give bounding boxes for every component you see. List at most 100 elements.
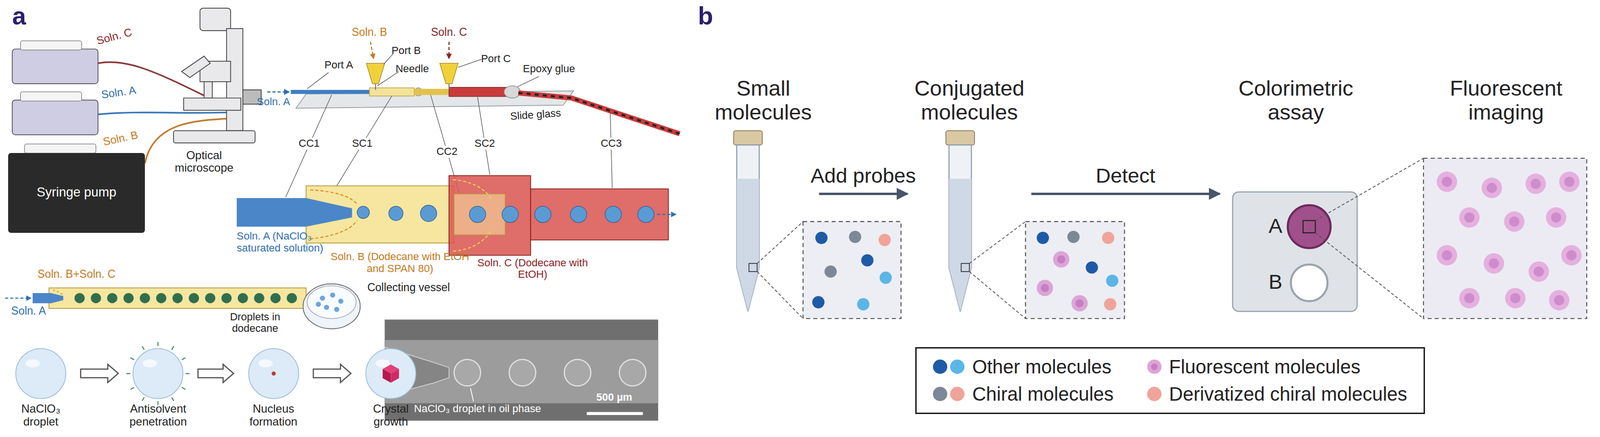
droplet-channel: [303, 284, 361, 329]
sample-tube: [1071, 295, 1088, 312]
capillary-zoom: [534, 206, 551, 223]
fluorescence-image: [1548, 289, 1570, 311]
micrograph: [454, 359, 647, 387]
fluorescence-image: [1436, 171, 1582, 311]
microfluidic-device: [448, 42, 450, 59]
microfluidic-device: [449, 87, 507, 97]
callout-leader: [610, 112, 613, 188]
edge-label: Detect: [1095, 164, 1156, 187]
legend-item: Fluorescent molecules: [1147, 356, 1408, 378]
droplet-channel: [324, 304, 330, 310]
antisolvent-tick: [142, 397, 145, 401]
legend-text: Chiral molecules: [972, 383, 1114, 406]
callout-leader: [477, 97, 491, 175]
sample-tube: [733, 130, 763, 145]
capillary-zoom: [530, 188, 669, 241]
microfluidic-device: [369, 87, 415, 97]
sample-tube: [733, 130, 901, 319]
sample-tube: [1025, 221, 1125, 319]
node-label: Colorimetric assay: [1224, 76, 1368, 124]
fluorescence-image: [1503, 211, 1525, 232]
microfluidic-device: [370, 42, 374, 59]
droplet-channel: [205, 293, 216, 304]
sample-tube: [878, 233, 891, 247]
droplet-channel: [221, 293, 232, 304]
droplet-channel: [155, 293, 166, 304]
droplet-stage: NaClO₃ droplet: [15, 348, 67, 400]
fluorescence-image: [1505, 287, 1526, 309]
sample-tube: [1106, 274, 1119, 287]
micrograph: [470, 387, 474, 402]
fluorescence-image: [1423, 158, 1587, 319]
node-label: Syringe pump: [36, 185, 117, 200]
node-label: Crystal growth: [360, 402, 422, 428]
sample-tube: [969, 271, 1026, 319]
droplet-channel: [5, 297, 31, 299]
legend-box: Other molecules Fluorescent moleculesChir…: [915, 347, 1425, 415]
sample-tube: [748, 263, 757, 272]
capillary-zoom: [604, 206, 622, 223]
assay-plate: [1290, 264, 1328, 302]
droplet-channel: [315, 301, 321, 307]
legend-text: Derivatized chiral molecules: [1169, 383, 1408, 406]
droplet-circle: [365, 348, 417, 400]
annotation-label: Soln. B+Soln. C: [37, 268, 116, 281]
sample-tube: [736, 144, 760, 312]
microscope-illustration: [181, 55, 211, 78]
droplet-channel: [253, 293, 264, 304]
annotation-label: Soln. C: [95, 26, 134, 48]
microfluidic-device: [439, 63, 459, 84]
annotation-label: B: [1268, 270, 1283, 294]
legend-item: Derivatized chiral molecules: [1147, 383, 1408, 406]
droplet-channel: [286, 293, 297, 304]
fluorescence-image: [1459, 287, 1480, 309]
droplet-channel: [74, 293, 85, 304]
fluorescence-image: [1441, 176, 1452, 187]
process-arrow: [80, 364, 119, 383]
node-label: Nucleus formation: [237, 402, 309, 428]
microscope-illustration: [173, 130, 256, 143]
fluorescence-image: [1564, 176, 1575, 187]
sample-tube: [848, 230, 862, 244]
callout-label: SC2: [472, 137, 497, 150]
droplet-stage: Antisolvent penetration: [132, 348, 184, 400]
microfluidic-device: [290, 89, 374, 95]
sample-tube: [1036, 279, 1053, 296]
droplet-channel: [306, 285, 356, 319]
annotation-label: NaClO₃ droplet in oil phase: [414, 403, 542, 416]
droplet-channel: [48, 287, 307, 309]
syringe-pump-illustration: [12, 40, 99, 154]
sample-tube: [945, 130, 1125, 319]
microfluidic-device: [504, 85, 521, 99]
capillary-zoom: [236, 197, 352, 227]
antisolvent-tick: [182, 387, 186, 390]
legend-item: Other molecules: [932, 356, 1114, 378]
fluorescence-image: [1486, 182, 1497, 193]
fluorescence-image: [1510, 293, 1521, 304]
syringe-pump-illustration: [24, 143, 96, 154]
node-label: Antisolvent penetration: [117, 402, 199, 428]
annotation-label: Port A: [324, 59, 353, 72]
assay-plate: [1232, 191, 1358, 312]
sample-tube: [1057, 255, 1066, 264]
micrograph: [384, 319, 658, 421]
syringe-pump-box: Syringe pump: [8, 153, 145, 233]
callout-leader: [285, 95, 332, 198]
node-label: Fluorescent imaging: [1424, 76, 1588, 124]
droplet-channel: [172, 293, 183, 304]
annotation-label: Soln. A: [256, 96, 291, 109]
annotation-label: A: [1268, 214, 1283, 238]
sample-tube: [945, 130, 975, 145]
micrograph: [454, 359, 481, 387]
annotation-label: Soln. A: [100, 84, 137, 102]
annotation-label: Epoxy glue: [523, 63, 576, 76]
callout-leader: [306, 72, 329, 89]
annotation-label: Soln. B: [101, 129, 140, 149]
sample-tube: [1102, 231, 1115, 245]
fluorescence-image: [1533, 266, 1544, 277]
annotation-label: Optical microscope: [167, 149, 242, 176]
capillary-zoom: [310, 220, 358, 239]
microfluidic-device: [448, 83, 450, 90]
droplet-channel: [90, 293, 101, 304]
antisolvent-tick: [185, 372, 190, 374]
